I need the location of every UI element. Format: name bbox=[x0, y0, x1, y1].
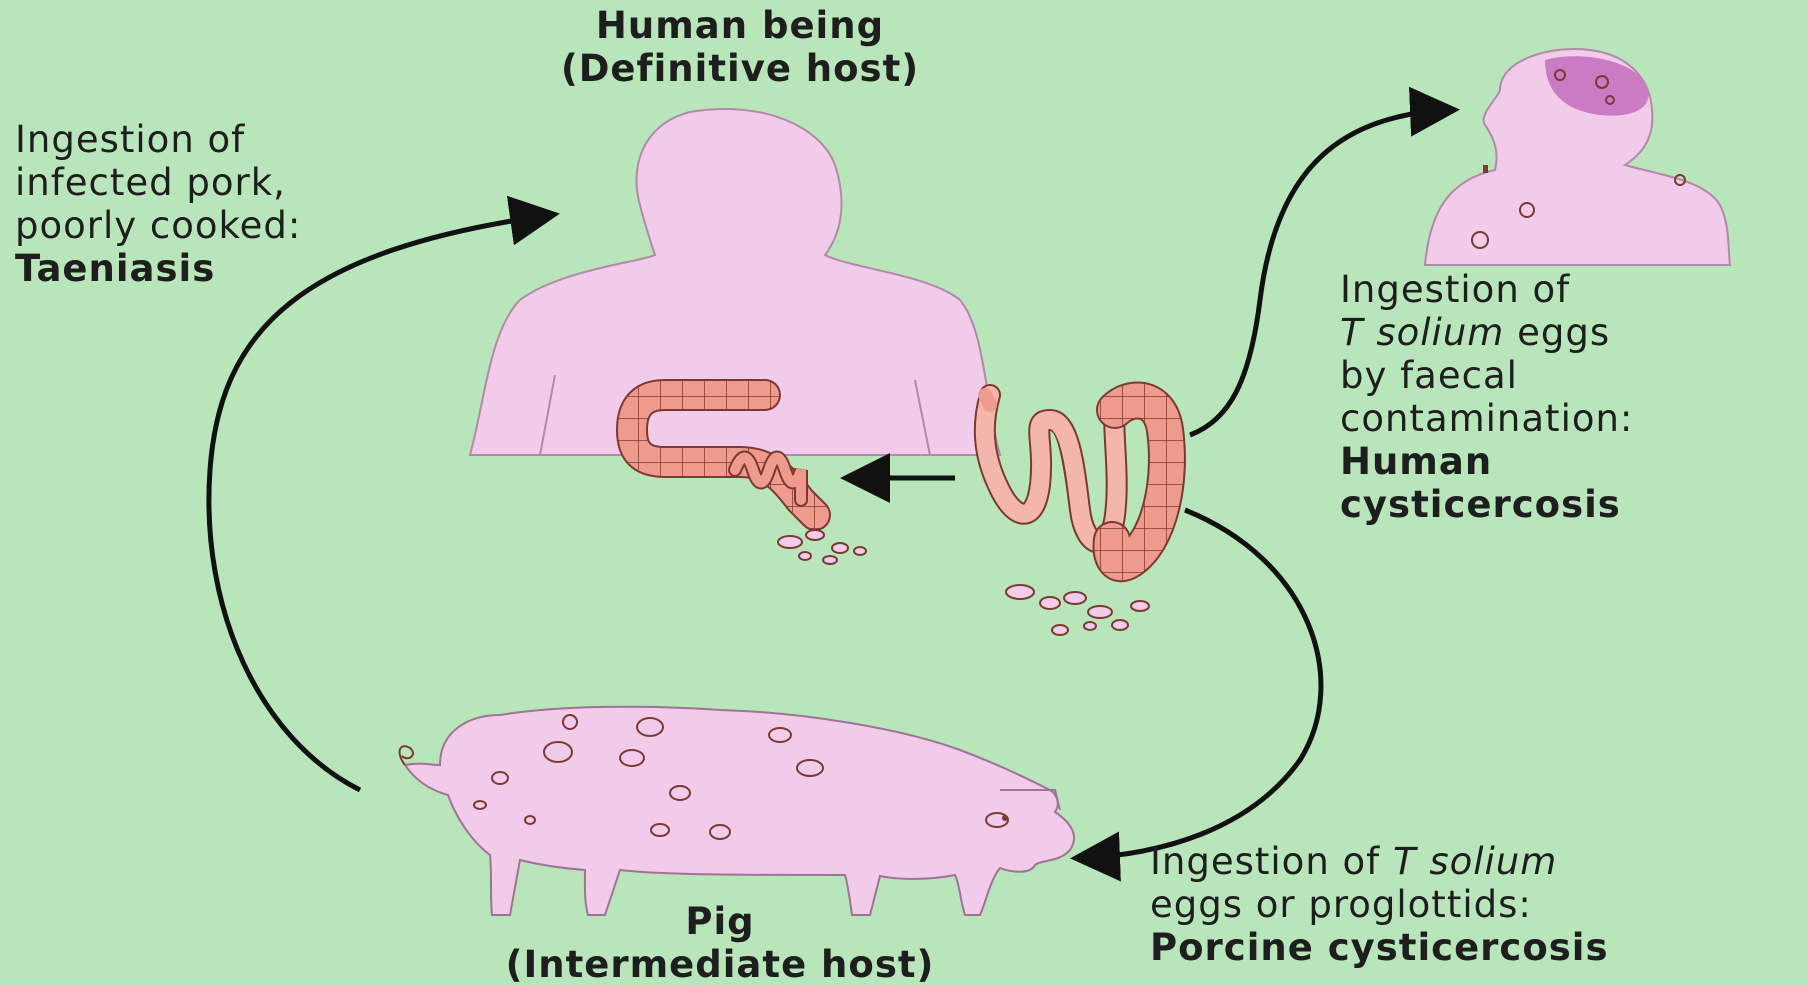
human-host-title: Human being (Definitive host) bbox=[470, 4, 1010, 90]
porcine-cysticercosis-note: Ingestion of T solium eggs or proglottid… bbox=[1150, 840, 1609, 969]
left-note-line1: Ingestion of bbox=[15, 118, 301, 161]
taeniasis-note: Ingestion of infected pork, poorly cooke… bbox=[15, 118, 301, 290]
pig-title-line2: (Intermediate host) bbox=[400, 943, 1040, 986]
bottom-note-line1-text: Ingestion of bbox=[1150, 840, 1393, 883]
right-note-emphasis1: Human bbox=[1340, 440, 1633, 483]
pig-title-line1: Pig bbox=[400, 900, 1040, 943]
bottom-note-species: T solium bbox=[1393, 840, 1557, 883]
human-head-icon bbox=[1425, 49, 1730, 265]
pig-icon bbox=[400, 707, 1074, 915]
bottom-note-line2: eggs or proglottids: bbox=[1150, 883, 1609, 926]
right-note-line3: by faecal bbox=[1340, 354, 1633, 397]
human-cysticercosis-note: Ingestion of T solium eggs by faecal con… bbox=[1340, 268, 1633, 526]
right-note-species: T solium bbox=[1340, 311, 1504, 354]
left-note-line3: poorly cooked: bbox=[15, 204, 301, 247]
arrow-pig-to-human bbox=[209, 215, 550, 790]
human-title-line2: (Definitive host) bbox=[470, 47, 1010, 90]
left-note-emphasis: Taeniasis bbox=[15, 247, 301, 290]
right-note-line2-rest: eggs bbox=[1504, 311, 1610, 354]
right-note-line1: Ingestion of bbox=[1340, 268, 1633, 311]
bottom-note-line1: Ingestion of T solium bbox=[1150, 840, 1609, 883]
pig-host-title: Pig (Intermediate host) bbox=[400, 900, 1040, 986]
left-note-line2: infected pork, bbox=[15, 161, 301, 204]
right-note-emphasis2: cysticercosis bbox=[1340, 483, 1633, 526]
bottom-note-emphasis: Porcine cysticercosis bbox=[1150, 926, 1609, 969]
right-note-line4: contamination: bbox=[1340, 397, 1633, 440]
right-note-line2: T solium eggs bbox=[1340, 311, 1633, 354]
human-title-line1: Human being bbox=[470, 4, 1010, 47]
